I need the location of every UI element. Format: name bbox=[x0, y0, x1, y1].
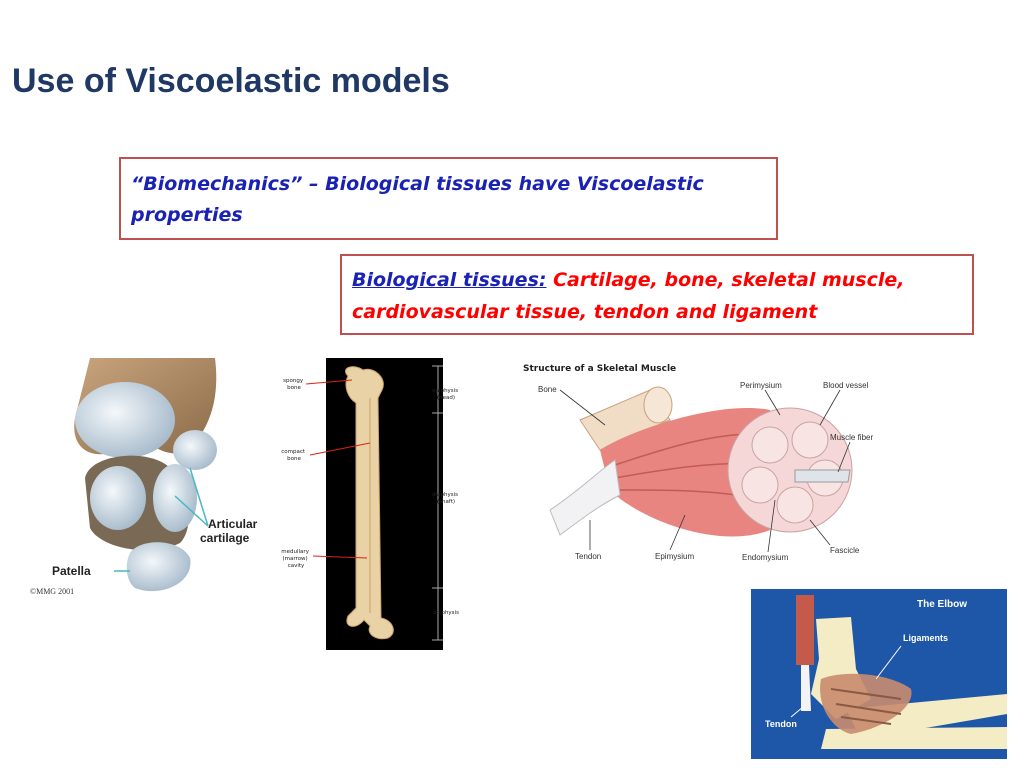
femur-illustration: spongy bone compact bone medullary (marr… bbox=[278, 358, 473, 650]
elbow-title: The Elbow bbox=[917, 599, 967, 610]
fascicle-1 bbox=[751, 426, 789, 464]
femur-background bbox=[326, 358, 446, 650]
label-muscle-fiber: Muscle fiber bbox=[830, 433, 873, 442]
label-medullary-2: (marrow) bbox=[283, 556, 308, 562]
label-medullary-1: medullary bbox=[281, 549, 309, 555]
biomechanics-callout: “Biomechanics” – Biological tissues have… bbox=[119, 157, 778, 240]
leader-compact bbox=[309, 442, 371, 456]
elbow-drawing: The Elbow Ligaments Tendon bbox=[751, 589, 1007, 759]
label-spongy-1: spongy bbox=[283, 378, 304, 384]
label-compact: compact bone bbox=[281, 449, 307, 462]
biological-tissues-list: Cartilage, bone, skeletal muscle, cardio… bbox=[352, 269, 905, 323]
muscle-body bbox=[600, 408, 770, 537]
femur-cartilage bbox=[75, 382, 175, 458]
muscle-diagram-title: Structure of a Skeletal Muscle bbox=[523, 364, 676, 374]
biological-tissues-callout: Biological tissues: Cartilage, bone, ske… bbox=[340, 254, 974, 335]
patella-shape bbox=[126, 542, 191, 592]
elbow-ligaments-shape bbox=[820, 673, 912, 734]
biomechanics-text: “Biomechanics” – Biological tissues have… bbox=[131, 173, 704, 226]
label-compact-2: bone bbox=[287, 456, 301, 462]
label-medullary: medullary (marrow) cavity bbox=[281, 549, 310, 569]
label-epiphysis-head: epiphysis (head) bbox=[432, 388, 460, 401]
label-articular-line2: cartilage bbox=[200, 531, 250, 545]
knee-illustration: Articular cartilage Patella ©MMG 2001 bbox=[30, 358, 270, 603]
leader-articular-1 bbox=[174, 495, 209, 527]
leader-spongy bbox=[305, 379, 353, 385]
label-articular-cartilage: Articular cartilage bbox=[200, 517, 261, 545]
label-articular-line1: Articular bbox=[208, 517, 258, 531]
label-spongy-2: bone bbox=[287, 385, 301, 391]
label-diaphysis-2: (shaft) bbox=[437, 499, 455, 505]
muscle-fiber-shape bbox=[794, 469, 851, 483]
fascicle-2 bbox=[791, 421, 829, 459]
leader-tendon bbox=[790, 706, 804, 718]
tendon-shape bbox=[801, 665, 811, 711]
label-blood-vessel: Blood vessel bbox=[823, 381, 869, 390]
label-compact-1: compact bbox=[281, 449, 306, 455]
skeletal-muscle-illustration: Structure of a Skeletal Muscle Bone Peri… bbox=[520, 360, 900, 570]
label-endomysium: Endomysium bbox=[742, 553, 789, 562]
label-perimysium: Perimysium bbox=[740, 381, 782, 390]
label-spongy: spongy bone bbox=[283, 378, 305, 391]
biological-tissues-lead: Biological tissues: bbox=[352, 269, 547, 291]
label-epiphysis-head-1: epiphysis bbox=[432, 388, 458, 394]
muscle-leaders bbox=[559, 389, 851, 553]
skeletal-muscle-drawing: Structure of a Skeletal Muscle Bone Peri… bbox=[523, 364, 873, 562]
femur-drawing: spongy bone compact bone medullary (marr… bbox=[281, 358, 473, 650]
fascicle-3 bbox=[741, 466, 779, 504]
label-epiphysis-head-2: (head) bbox=[437, 395, 455, 401]
muscle-tendon bbox=[549, 459, 621, 536]
leader-ligaments bbox=[875, 645, 902, 680]
knee-drawing: Articular cartilage Patella ©MMG 2001 bbox=[30, 358, 261, 596]
elbow-illustration: The Elbow Ligaments Tendon bbox=[751, 589, 1007, 759]
ulna-shape bbox=[821, 727, 1007, 749]
tendon-muscle bbox=[796, 595, 814, 665]
label-fascicle: Fascicle bbox=[830, 546, 860, 555]
muscle-bone-end bbox=[643, 386, 673, 424]
meniscus-right bbox=[153, 464, 197, 532]
label-medullary-3: cavity bbox=[288, 563, 305, 569]
label-elbow-tendon: Tendon bbox=[765, 719, 797, 729]
credit-text: ©MMG 2001 bbox=[30, 587, 74, 596]
slide-title: Use of Viscoelastic models bbox=[12, 62, 450, 100]
label-diaphysis-1: diaphysis bbox=[432, 492, 458, 498]
ligament-strands bbox=[830, 688, 902, 725]
label-bone: Bone bbox=[538, 385, 557, 394]
label-epiphysis: epiphysis bbox=[433, 610, 459, 616]
scale-label-bg bbox=[443, 358, 473, 650]
label-patella: Patella bbox=[52, 564, 91, 578]
fascicle-4 bbox=[776, 486, 814, 524]
femur-bone bbox=[345, 366, 394, 640]
leader-articular-2 bbox=[189, 467, 209, 527]
leader-medullary bbox=[312, 555, 368, 559]
label-epimysium: Epimysium bbox=[655, 552, 694, 561]
label-ligaments: Ligaments bbox=[903, 633, 948, 643]
label-tendon: Tendon bbox=[575, 552, 601, 561]
label-diaphysis: diaphysis (shaft) bbox=[432, 492, 460, 505]
meniscus-left bbox=[90, 466, 146, 530]
femur-condyle bbox=[173, 430, 217, 470]
